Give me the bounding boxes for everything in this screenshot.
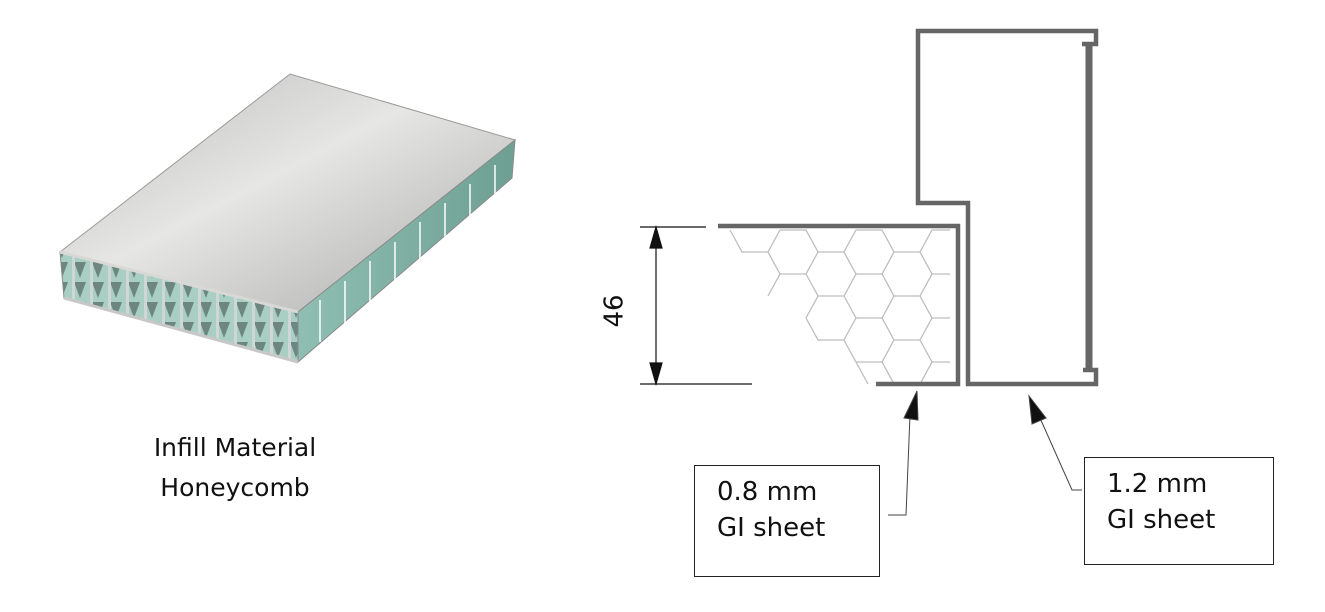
leader-1.2mm (1028, 394, 1082, 491)
honeycomb-section-pattern (729, 229, 950, 385)
dimension-text: 46 (599, 294, 630, 328)
caption-line-1: Infill Material (153, 433, 317, 462)
leader-0.8mm (888, 390, 919, 516)
dimension-46 (640, 224, 752, 387)
label-1.2mm-material: GI sheet (1107, 505, 1216, 535)
caption-line-2: Honeycomb (160, 473, 310, 502)
label-1.2mm-gi-sheet: 1.2 mm GI sheet (1084, 457, 1274, 565)
honeycomb-panel-image (58, 73, 517, 364)
door-frame-profile (915, 28, 1099, 387)
label-0.8mm-gi-sheet: 0.8 mm GI sheet (694, 465, 880, 577)
label-0.8mm-thickness: 0.8 mm (717, 477, 818, 507)
door-leaf-profile (718, 223, 961, 387)
label-1.2mm-thickness: 1.2 mm (1107, 469, 1208, 499)
label-0.8mm-material: GI sheet (717, 513, 826, 543)
